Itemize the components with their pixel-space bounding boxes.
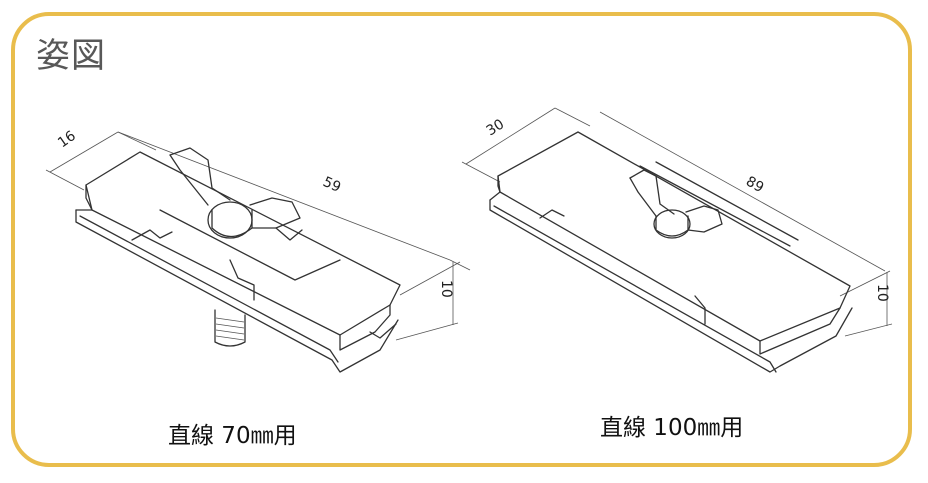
dimension-lines [45, 131, 471, 341]
caption-70mm: 直線 70㎜用 [168, 423, 297, 449]
dim-width-label: 30 [484, 116, 508, 139]
rounded-frame [11, 12, 912, 467]
figure-70mm: 16 59 10 [40, 110, 480, 390]
dim-length-label: 59 [320, 174, 343, 196]
bolt [214, 309, 246, 347]
dim-height-label: 10 [874, 284, 890, 302]
dim-height-label: 10 [438, 280, 454, 298]
caption-100mm: 直線 100㎜用 [600, 415, 744, 441]
wing-nut [629, 169, 723, 239]
clamp-body [75, 151, 401, 373]
figure-100mm: 30 89 10 [460, 96, 900, 386]
page-title: 姿図 [36, 36, 106, 76]
clamp-body [489, 131, 853, 373]
wing-nut [169, 147, 303, 241]
clamp-100mm-drawing: 30 89 10 [461, 107, 893, 373]
dim-length-label: 89 [743, 174, 766, 197]
dimension-lines [461, 107, 893, 337]
dim-width-label: 16 [55, 128, 79, 151]
clamp-70mm-drawing: 16 59 10 [45, 128, 471, 373]
